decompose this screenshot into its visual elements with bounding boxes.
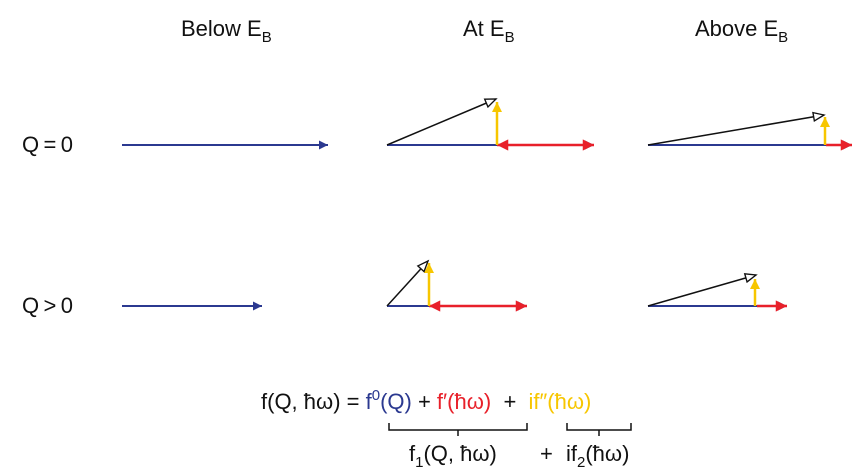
- term-fdoubleprime: if″(ħω): [528, 389, 592, 414]
- q0-above-black-vector: [647, 111, 826, 146]
- header-at-eb-main: At E: [463, 16, 505, 41]
- qgt-at-black-vector: [386, 259, 430, 307]
- header-at-eb: At EB: [463, 16, 515, 46]
- term-f0-main: f: [365, 389, 372, 414]
- qgt-above-black-vector: [647, 273, 758, 307]
- equation-plus-1: +: [411, 389, 437, 414]
- row-label-q-zero: Q = 0: [22, 132, 74, 157]
- header-at-eb-sub: B: [504, 29, 515, 46]
- label-if2: if2(ħω): [566, 441, 630, 471]
- term-f0: f0(Q): [365, 387, 412, 414]
- term-fprime: f′(ħω): [436, 389, 492, 414]
- label-if2-arg: (ħω): [585, 441, 630, 466]
- label-f1-arg: (Q, ħω): [423, 441, 497, 466]
- equation-plus-2: +: [491, 389, 529, 414]
- brace-if2: [566, 423, 632, 436]
- row-q-zero-vectors: [122, 98, 852, 151]
- label-plus: +: [540, 441, 553, 466]
- header-below-eb: Below EB: [181, 16, 272, 46]
- header-above-eb: Above EB: [695, 16, 788, 46]
- label-f1-main: f: [409, 441, 416, 466]
- label-if2-main: if: [566, 441, 577, 466]
- equation: f(Q, ħω) = f0(Q) + f′(ħω) + if″(ħω): [261, 387, 592, 414]
- header-above-eb-sub: B: [778, 29, 789, 46]
- label-f1: f1(Q, ħω): [409, 441, 497, 471]
- header-below-eb-main: Below E: [181, 16, 262, 41]
- brace-f1: [388, 423, 528, 436]
- term-f0-arg: (Q): [380, 389, 412, 414]
- label-if2-sub: 2: [577, 454, 586, 471]
- header-above-eb-main: Above E: [695, 16, 779, 41]
- q0-at-black-vector: [386, 98, 498, 146]
- row-label-q-positive: Q > 0: [22, 293, 74, 318]
- header-below-eb-sub: B: [261, 29, 272, 46]
- label-f1-sub: 1: [415, 454, 424, 471]
- row-q-positive-vectors: [122, 259, 787, 312]
- equation-lhs: f(Q, ħω) =: [261, 389, 366, 414]
- term-f0-sup: 0: [371, 387, 381, 404]
